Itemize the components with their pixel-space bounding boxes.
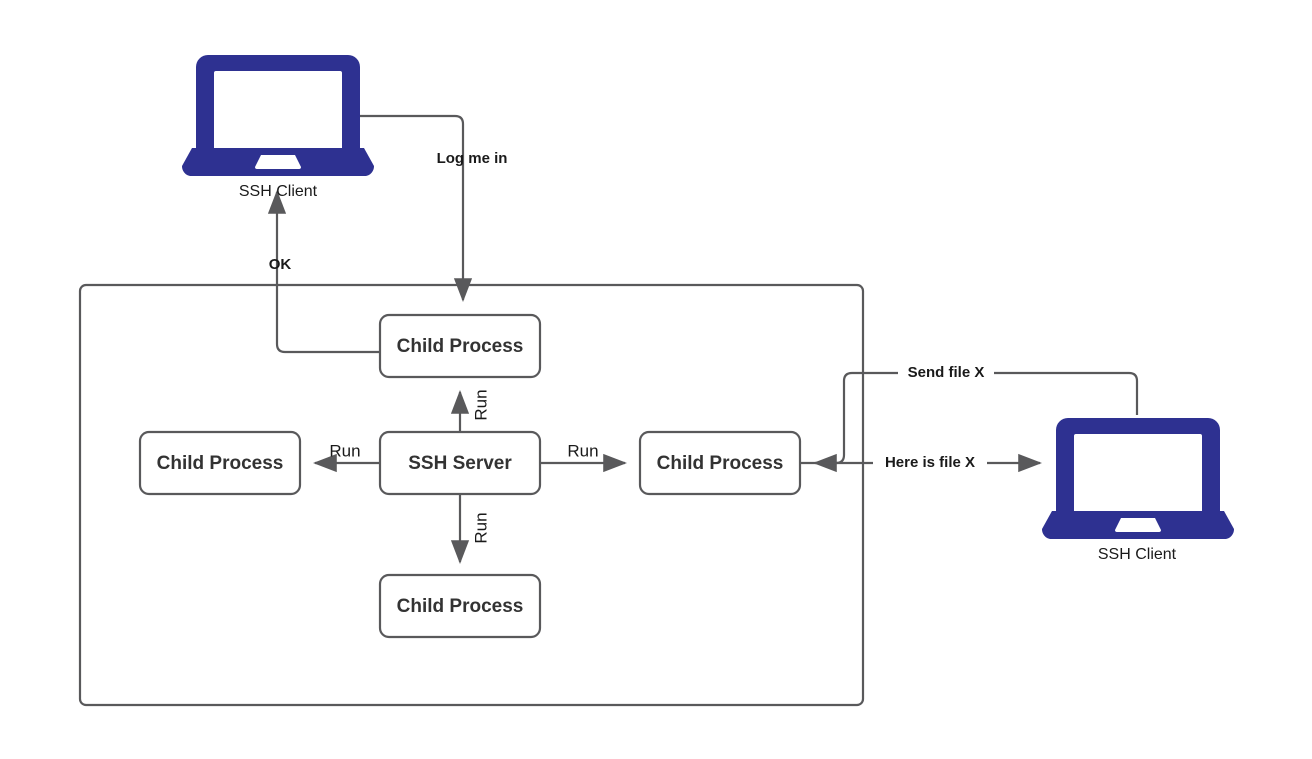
edge-log-me-in: Log me in: [355, 114, 508, 302]
edge-label-run-left: Run: [329, 441, 360, 460]
device-ssh-client-left[interactable]: SSH Client: [181, 55, 375, 200]
edge-run-down: Run: [450, 494, 490, 564]
device-label-ssh-client-right: SSH Client: [1098, 546, 1177, 563]
node-child-process-right[interactable]: Child Process: [638, 430, 802, 496]
laptop-icon: [181, 55, 375, 176]
edge-run-left: Run: [313, 441, 380, 473]
edge-label-run-down: Run: [471, 512, 490, 543]
edge-label-log-me-in: Log me in: [437, 150, 508, 167]
edge-ok: OK: [267, 190, 380, 354]
node-label-child-process-left: Child Process: [157, 453, 284, 474]
node-child-process-top[interactable]: Child Process: [378, 313, 542, 379]
edge-label-run-up: Run: [471, 389, 490, 420]
node-label-child-process-bottom: Child Process: [397, 596, 524, 617]
node-ssh-server[interactable]: SSH Server: [378, 430, 542, 496]
edge-run-right: Run: [540, 441, 627, 473]
node-child-process-bottom[interactable]: Child Process: [378, 573, 542, 639]
node-label-child-process-top: Child Process: [397, 336, 524, 357]
edge-label-here-is-file-x: Here is file X: [885, 454, 975, 471]
edge-label-ok: OK: [269, 256, 292, 273]
edge-run-up: Run: [450, 389, 490, 432]
node-label-ssh-server: SSH Server: [408, 453, 512, 474]
edge-here-is-file-x: Here is file X: [800, 452, 1042, 473]
device-label-ssh-client-left: SSH Client: [239, 183, 318, 200]
edge-label-run-right: Run: [567, 441, 598, 460]
node-label-child-process-right: Child Process: [657, 453, 784, 474]
laptop-icon: [1041, 418, 1235, 539]
edge-send-file-x: Send file X: [813, 362, 1139, 473]
edge-label-send-file-x: Send file X: [908, 364, 985, 381]
node-child-process-left[interactable]: Child Process: [138, 430, 302, 496]
device-ssh-client-right[interactable]: SSH Client: [1041, 418, 1235, 563]
